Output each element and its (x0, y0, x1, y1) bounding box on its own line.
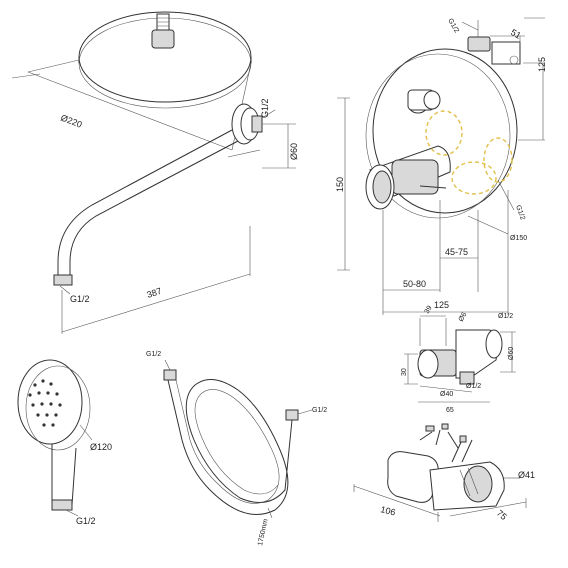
hand-shower-diameter: Ø120 (90, 442, 112, 452)
elbow-w3: 65 (446, 407, 454, 414)
mixer-dim-b: 45-75 (445, 247, 468, 257)
hand-shower: Ø120 G1/2 (17, 359, 112, 526)
hand-shower-thread: G1/2 (76, 516, 96, 526)
mixer-height-left: 150 (335, 177, 345, 192)
hose: G1/2 G1/2 1750mm (146, 351, 327, 546)
shower-head-diameter: Ø220 (59, 113, 83, 130)
elbow-h1: 30 (401, 368, 408, 376)
nozzle-grid (28, 379, 62, 427)
elbow-w2: Ø40 (440, 391, 453, 398)
arm-length-dim: 387 (146, 286, 163, 300)
elbow-h2: Ø60 (508, 347, 515, 360)
shower-arm: Ø60 G1/2 387 G1/2 (53, 98, 299, 334)
shower-head: Ø220 (11, 11, 261, 158)
mixer-thread-top: G1/2 (446, 18, 460, 35)
elbow-d2: Ø1/2 (498, 313, 513, 320)
mixer-plate-diameter: Ø150 (510, 235, 527, 242)
hose-thread-top: G1/2 (146, 351, 161, 358)
mixer: 51 G1/2 125 150 G1/2 Ø150 50-80 45-75 12… (335, 18, 547, 315)
holder-length: 106 (380, 504, 397, 517)
hose-length: 1750mm (257, 518, 270, 546)
arm-thread-top: G1/2 (260, 98, 270, 118)
mixer-dim-a: 50-80 (403, 279, 426, 289)
screws (419, 423, 473, 463)
mixer-width-top: 51 (509, 27, 523, 41)
holder-diameter: Ø41 (518, 470, 535, 480)
arm-height-dim: Ø60 (289, 143, 299, 160)
elbow-d3: Ø1/2 (466, 383, 481, 390)
holder-depth: 75 (495, 508, 509, 522)
mixer-thread-side: G1/2 (514, 204, 526, 221)
mixer-dim-total: 125 (434, 300, 449, 310)
elbow-d1: Ø6 (458, 311, 469, 323)
elbow-w1: 39 (424, 305, 434, 315)
hose-thread-right: G1/2 (312, 407, 327, 414)
holder: Ø41 106 75 (353, 451, 535, 522)
outlet-elbow: 39 Ø6 Ø1/2 Ø60 30 Ø40 Ø1/2 65 (401, 305, 516, 414)
mixer-height-right: 125 (537, 57, 547, 72)
arm-thread-bottom: G1/2 (70, 294, 90, 304)
